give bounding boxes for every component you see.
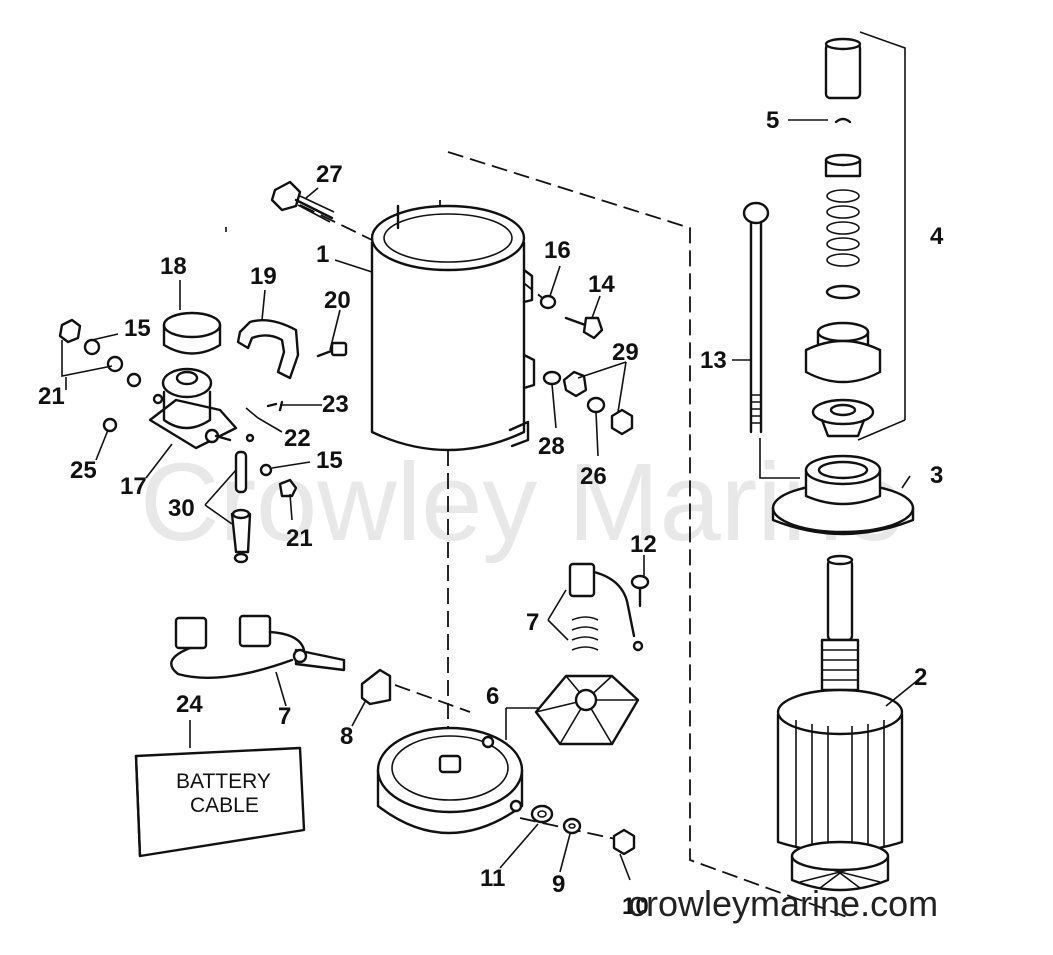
callout-5: 5 (766, 107, 779, 134)
armature-2 (776, 554, 904, 892)
callout-23: 23 (322, 391, 349, 418)
callout-11: 11 (480, 865, 505, 892)
callout-18: 18 (160, 253, 187, 280)
brush-lead-7 (170, 614, 346, 679)
callout-1: 1 (316, 241, 329, 268)
callout-15-lower: 15 (316, 447, 343, 474)
callout-14: 14 (588, 271, 615, 298)
callout-16: 16 (544, 237, 571, 264)
battery-cable-box: BATTERY CABLE (134, 746, 306, 858)
screw-27 (270, 180, 335, 223)
brush-holder-upper (568, 562, 650, 652)
battery-box-line2: CABLE (190, 794, 259, 817)
callout-26: 26 (580, 463, 607, 490)
callout-30: 30 (168, 495, 195, 522)
site-label: crowleymarine.com (628, 883, 938, 924)
strap-19 (236, 319, 300, 380)
callout-27: 27 (316, 161, 343, 188)
solenoid-17 (148, 367, 238, 450)
callout-7-lower: 7 (278, 703, 291, 730)
callout-20: 20 (324, 287, 351, 314)
through-bolt-13 (742, 201, 770, 434)
callout-labels: 1 2 3 4 5 6 7 7 8 9 10 11 12 13 14 15 15… (38, 107, 944, 920)
callout-10: 10 (622, 893, 649, 920)
commutator-end-frame (376, 726, 524, 835)
starter-housing (370, 204, 536, 452)
callout-28: 28 (538, 433, 565, 460)
screw-20 (316, 341, 348, 358)
end-cap-3 (759, 438, 915, 536)
brush-plate-6 (534, 674, 640, 746)
callout-25: 25 (70, 457, 97, 484)
boot-18 (162, 311, 222, 355)
small-hardware-right (539, 294, 634, 436)
callout-4: 4 (930, 223, 944, 250)
battery-box-line1: BATTERY (176, 770, 271, 793)
washers-nuts-bottom (530, 804, 636, 856)
callout-6: 6 (486, 683, 499, 710)
callout-22: 22 (284, 425, 311, 452)
small-hardware-left (58, 318, 298, 498)
callout-29: 29 (612, 339, 639, 366)
callout-7-upper: 7 (526, 609, 539, 636)
callout-21-upper: 21 (38, 383, 65, 410)
callout-21-lower: 21 (286, 525, 313, 552)
callout-3: 3 (930, 462, 943, 489)
callout-8: 8 (340, 723, 353, 750)
leader-lines (61, 119, 919, 881)
clip-8 (360, 668, 392, 706)
callout-9: 9 (552, 871, 565, 898)
callout-19: 19 (250, 263, 277, 290)
callout-13: 13 (700, 347, 727, 374)
callout-2: 2 (914, 664, 927, 691)
drive-assembly-4 (804, 31, 906, 441)
terminal-30 (230, 450, 252, 564)
callout-17: 17 (120, 473, 147, 500)
callout-12: 12 (630, 531, 657, 558)
callout-15-upper: 15 (124, 315, 151, 342)
callout-24: 24 (176, 691, 203, 718)
